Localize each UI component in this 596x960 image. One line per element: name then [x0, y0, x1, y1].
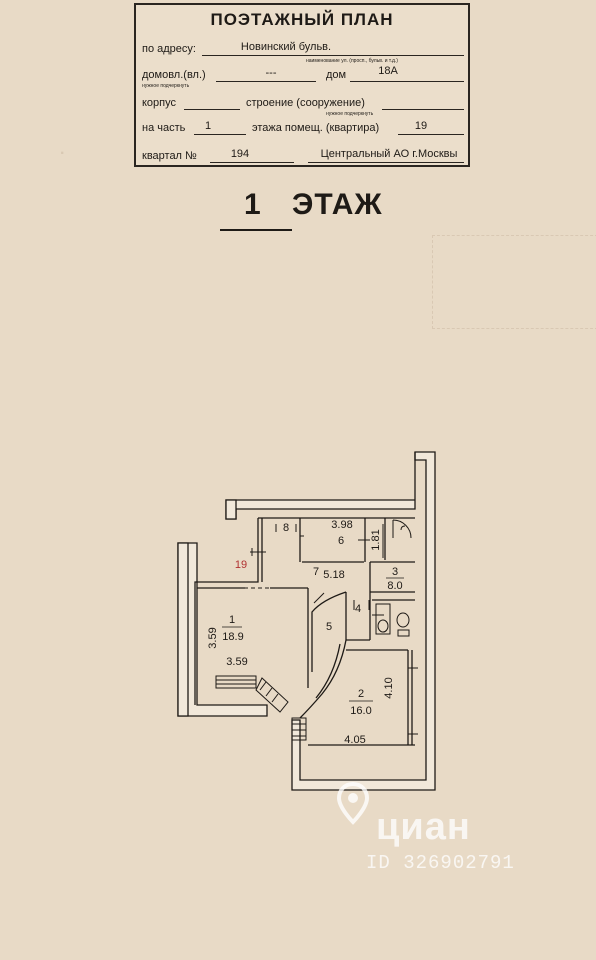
floor-value: 19: [414, 120, 428, 132]
house-hint: нужное подчеркнуть: [142, 83, 190, 89]
korpus-line: [184, 109, 240, 110]
floor-line: [398, 134, 464, 135]
room-1-number: 1: [229, 614, 235, 626]
room-4-number: 4: [355, 603, 361, 615]
room-7-number: 7: [313, 566, 319, 578]
dom-label: дом: [326, 69, 347, 81]
address-value: Новинский бульв.: [240, 41, 332, 53]
building-label: строение (сооружение): [246, 97, 365, 109]
floor-number-underline: [220, 229, 292, 231]
interior-walls: [194, 517, 415, 746]
watermark-brand: циан: [376, 806, 471, 848]
outer-walls: [177, 451, 436, 791]
part-line: [194, 134, 246, 135]
room-6-number: 6: [338, 535, 344, 547]
door-marks: [244, 519, 418, 735]
address-label: по адресу:: [142, 43, 196, 55]
room-1-area: 18.9: [222, 631, 243, 643]
house-value: ---: [265, 67, 277, 79]
room2-height-dim: 4.10: [383, 677, 395, 698]
room-8-number: 8: [283, 522, 289, 534]
korpus-label: корпус: [142, 97, 177, 109]
room-3-area: 8.0: [387, 580, 402, 592]
floor-number: 1: [244, 188, 261, 221]
dom-value: 18А: [378, 65, 398, 77]
room6-width-dim: 3.98: [331, 519, 352, 531]
show-through-stamp: [432, 235, 596, 329]
house-label: домовл.(вл.): [142, 69, 206, 81]
dom-line: [350, 81, 464, 82]
room1-width-dim: 3.59: [226, 656, 247, 668]
room-2-number: 2: [358, 688, 364, 700]
dimension-labels: 3.59 3.59 4.10 4.05 3.98 1.81: [207, 519, 395, 746]
dimension-ticks: [251, 524, 384, 610]
address-hint: наименование ул. (просп., бульв. и т.д.): [306, 58, 398, 64]
room1-height-dim: 3.59: [207, 627, 219, 648]
part-value: 1: [204, 120, 212, 132]
bathroom-fixtures: [375, 525, 410, 637]
quarter-value: 194: [230, 148, 250, 160]
floor-label: этажа помещ. (квартира): [252, 122, 380, 134]
address-line: [202, 55, 464, 56]
room-7-area: 5.18: [323, 569, 344, 581]
location-pin-icon: [336, 782, 370, 825]
building-hint: нужное подчеркнуть: [326, 111, 374, 117]
entrance-steps: [215, 675, 307, 741]
show-through-text: ·: [60, 145, 66, 162]
floor-title: ЭТАЖ: [292, 188, 383, 221]
watermark-id: ID 326902791: [366, 852, 515, 874]
room2-width-dim: 4.05: [344, 734, 365, 746]
header-stamp: ПОЭТАЖНЫЙ ПЛАН по адресу: Новинский буль…: [134, 3, 470, 167]
building-line: [382, 109, 464, 110]
room-2-area: 16.0: [350, 705, 371, 717]
room-5-number: 5: [326, 621, 332, 633]
part-label: на часть: [142, 122, 186, 134]
quarter-label: квартал №: [142, 150, 197, 162]
apartment-number: 19: [235, 559, 247, 571]
stamp-title: ПОЭТАЖНЫЙ ПЛАН: [210, 10, 394, 29]
quarter-line: [210, 162, 294, 163]
room-labels: 1 18.9 2 16.0 3 8.0 4 5 6 7 5.18 8 19: [222, 522, 404, 717]
district-value: Центральный АО г.Москвы: [320, 148, 458, 160]
district-line: [308, 162, 464, 163]
house-line: [216, 81, 316, 82]
room-3-number: 3: [392, 566, 398, 578]
room6-height-dim: 1.81: [370, 529, 382, 550]
